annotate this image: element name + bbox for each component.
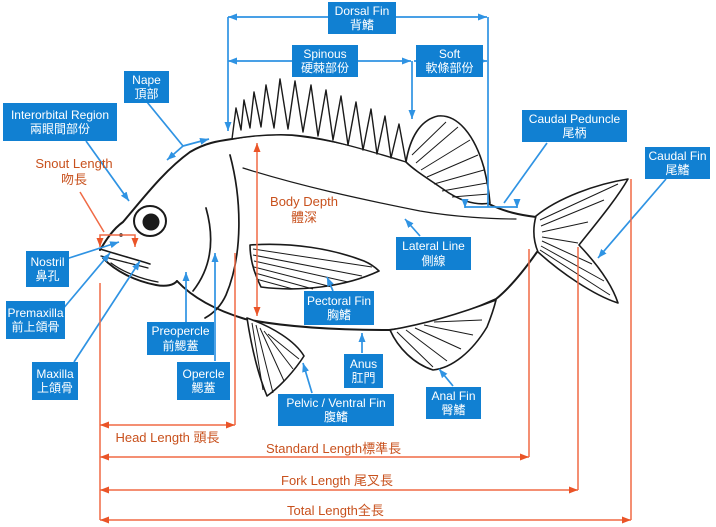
pelvic-arrow bbox=[302, 362, 313, 394]
label-spinous: Spinous 硬棘部份 bbox=[292, 45, 358, 77]
label-text-en: Anal Fin bbox=[431, 388, 476, 403]
label-premaxilla: Premaxilla 前上頜骨 bbox=[6, 301, 65, 339]
label-lateral-line: Lateral Line 側線 bbox=[396, 237, 471, 270]
label-text-en: Pectoral Fin bbox=[306, 293, 372, 308]
measure-head-length: Head Length 頭長 bbox=[115, 430, 220, 445]
label-text-zh: 背鰭 bbox=[349, 18, 374, 32]
label-nape: Nape 頂部 bbox=[124, 71, 169, 103]
blue-measure-lines bbox=[224, 13, 521, 208]
measure-total-length: Total Length全長 bbox=[287, 503, 384, 518]
label-nostril: Nostril 鼻孔 bbox=[26, 251, 69, 287]
measure-fork-length: Fork Length 尾叉長 bbox=[281, 473, 393, 488]
label-anus: Anus 肛門 bbox=[344, 354, 383, 388]
label-text-zh: 胸鰭 bbox=[326, 308, 351, 322]
label-caudal-fin: Caudal Fin 尾鰭 bbox=[645, 147, 710, 179]
lateral-line-arrow bbox=[404, 218, 421, 237]
premaxilla-arrow bbox=[61, 252, 111, 311]
label-text-en: Lateral Line bbox=[402, 239, 465, 254]
snout-stem bbox=[79, 191, 105, 233]
label-text-en: Premaxilla bbox=[7, 305, 64, 320]
label-text-zh: 頂部 bbox=[134, 87, 159, 101]
label-text-en: Dorsal Fin bbox=[334, 3, 390, 18]
label-text-zh: 側線 bbox=[421, 253, 446, 268]
label-text-zh: 硬棘部份 bbox=[300, 61, 349, 75]
label-text-en: Nape bbox=[132, 72, 161, 87]
caudal-fin-arrow bbox=[597, 178, 667, 259]
interorbital-arrow bbox=[85, 140, 130, 202]
label-text-en: Interorbital Region bbox=[10, 107, 110, 122]
nostril-arrow bbox=[65, 241, 120, 260]
caudal-peduncle-stem bbox=[503, 142, 548, 204]
label-soft: Soft 軟條部份 bbox=[416, 45, 483, 77]
label-text-en: Spinous bbox=[303, 46, 347, 61]
label-text-zh: 前鰓蓋 bbox=[162, 338, 199, 353]
label-text-zh: 軟條部份 bbox=[425, 61, 474, 75]
label-text-en: Maxilla bbox=[36, 366, 74, 381]
label-maxilla: Maxilla 上頜骨 bbox=[32, 362, 78, 400]
label-interorbital-region: Interorbital Region 兩眼間部份 bbox=[3, 103, 117, 141]
nape-bracket-left bbox=[166, 145, 184, 161]
label-caudal-peduncle: Caudal Peduncle 尾柄 bbox=[522, 110, 627, 142]
label-text-en: Caudal Peduncle bbox=[528, 111, 621, 126]
label-text-en: Nostril bbox=[30, 254, 65, 269]
label-text-en: Caudal Fin bbox=[648, 148, 707, 163]
label-text-zh: 肛門 bbox=[351, 371, 376, 385]
label-text-en: Opercle bbox=[182, 366, 225, 381]
label-dorsal-fin: Dorsal Fin 背鰭 bbox=[328, 2, 396, 34]
label-anal-fin: Anal Fin 臀鰭 bbox=[426, 387, 481, 419]
label-text-zh: 臀鰭 bbox=[441, 403, 466, 417]
nape-bracket-right bbox=[182, 137, 210, 147]
orange-measure-lines bbox=[79, 143, 632, 524]
label-text-zh: 前上頜骨 bbox=[11, 320, 60, 334]
label-text-en: Anus bbox=[349, 356, 378, 371]
measure-body-depth: Body Depth 體深 bbox=[256, 194, 352, 225]
nape-stem bbox=[146, 101, 184, 147]
measure-text-en: Snout Length bbox=[35, 156, 113, 171]
label-text-en: Pelvic / Ventral Fin bbox=[286, 395, 386, 410]
label-text-zh: 尾鰭 bbox=[665, 163, 690, 177]
fish-eye bbox=[111, 205, 167, 246]
label-text-en: Soft bbox=[438, 46, 461, 61]
label-pelvic-ventral-fin: Pelvic / Ventral Fin 腹鰭 bbox=[278, 394, 394, 426]
maxilla-arrow bbox=[73, 260, 141, 363]
measure-snout-length: Snout Length 吻長 bbox=[24, 156, 124, 187]
label-text-zh: 兩眼間部份 bbox=[29, 122, 90, 136]
label-text-zh: 鼻孔 bbox=[35, 269, 60, 283]
label-preopercle: Preopercle 前鰓蓋 bbox=[147, 322, 214, 355]
label-pectoral-fin: Pectoral Fin 胸鰭 bbox=[304, 291, 374, 325]
blue-callout-arrows bbox=[61, 101, 667, 394]
label-text-zh: 尾柄 bbox=[562, 126, 587, 140]
label-text-zh: 上頜骨 bbox=[36, 381, 73, 395]
measure-text-en: Body Depth bbox=[270, 194, 338, 209]
measure-standard-length: Standard Length標準長 bbox=[266, 441, 402, 456]
label-text-en: Preopercle bbox=[151, 324, 210, 339]
pectoral-arrow bbox=[326, 276, 334, 292]
measure-text-zh: 體深 bbox=[290, 209, 317, 225]
anal-arrow bbox=[438, 368, 454, 387]
label-opercle: Opercle 鰓蓋 bbox=[177, 362, 230, 400]
measure-text-zh: 吻長 bbox=[60, 171, 87, 187]
label-text-zh: 腹鰭 bbox=[323, 410, 348, 424]
label-text-zh: 鰓蓋 bbox=[191, 381, 216, 395]
